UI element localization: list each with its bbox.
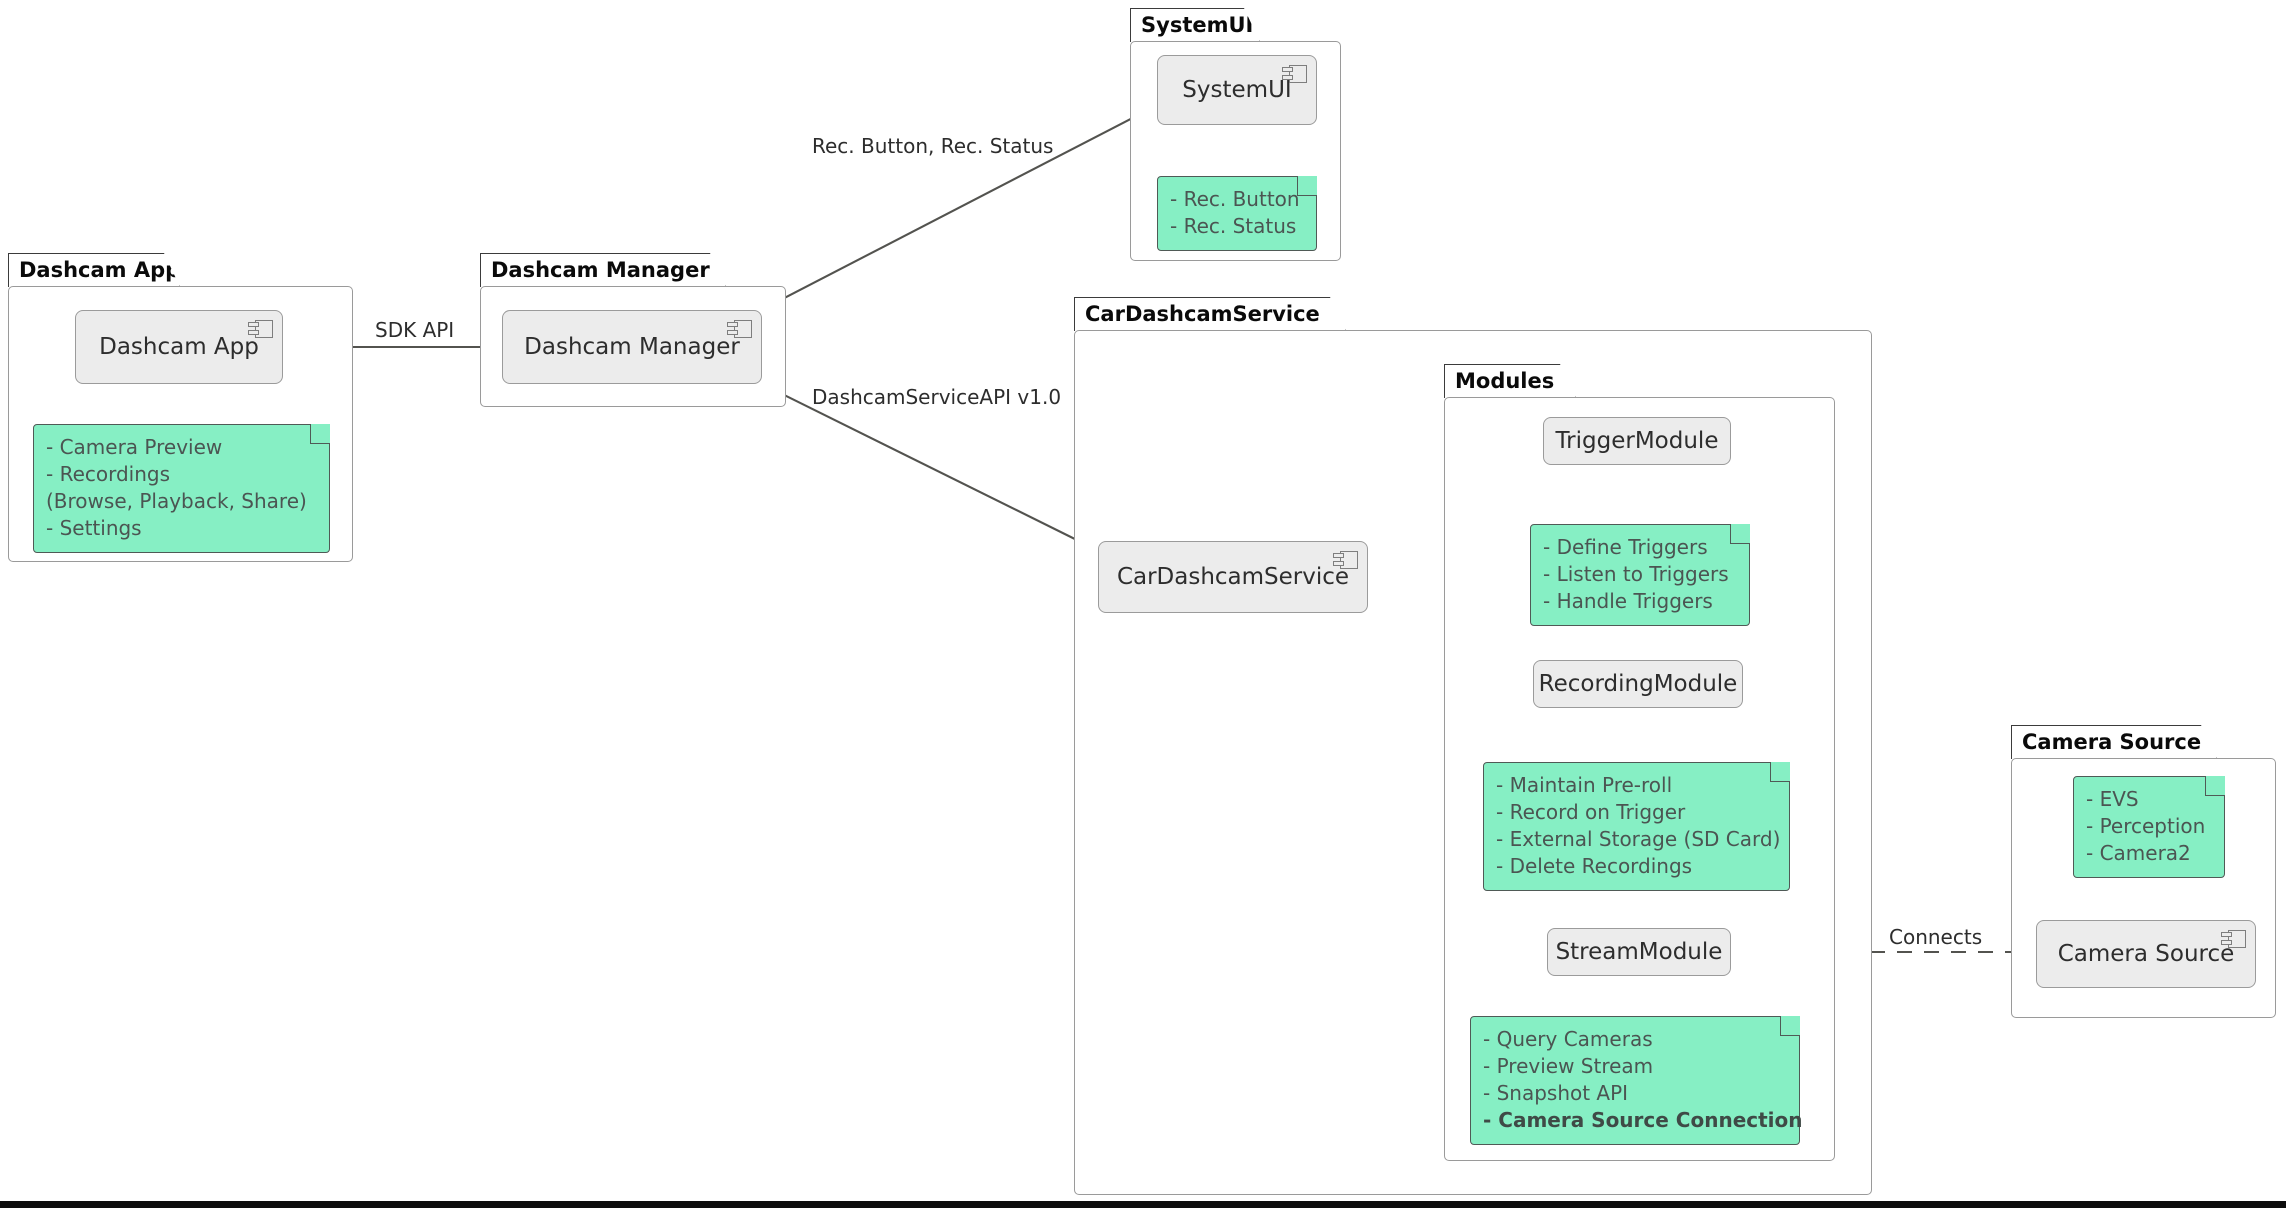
- note-line: - Preview Stream: [1483, 1054, 1654, 1078]
- note-line: - Camera Source Connection: [1483, 1108, 1803, 1132]
- component-label: SystemUI: [1182, 77, 1292, 103]
- note-line: (Browse, Playback, Share): [46, 489, 307, 513]
- note-line: - Delete Recordings: [1496, 854, 1693, 878]
- note-recording-module: - Maintain Pre-roll - Record on Trigger …: [1483, 762, 1790, 891]
- note-line: - Define Triggers: [1543, 535, 1708, 559]
- note-trigger-module: - Define Triggers - Listen to Triggers -…: [1530, 524, 1750, 626]
- component-stream-module[interactable]: StreamModule: [1547, 928, 1731, 976]
- component-car-dashcam-service[interactable]: CarDashcamService: [1098, 541, 1368, 613]
- edge-dashcam-service-api: [759, 382, 1096, 550]
- note-stream-module: - Query Cameras - Preview Stream - Snaps…: [1470, 1016, 1803, 1145]
- note-line: - Settings: [46, 516, 142, 540]
- component-icon: [2221, 930, 2246, 948]
- note-line: - External Storage (SD Card): [1496, 827, 1781, 851]
- component-system-ui[interactable]: SystemUI: [1157, 55, 1317, 125]
- package-tab-camera-source: Camera Source: [2011, 725, 2217, 759]
- component-label: TriggerModule: [1555, 428, 1719, 454]
- component-label: StreamModule: [1555, 939, 1723, 965]
- package-title: Modules: [1455, 369, 1555, 393]
- package-title: Dashcam Manager: [491, 258, 710, 282]
- package-tab-dashcam-app: Dashcam App: [8, 253, 180, 287]
- component-label: RecordingModule: [1538, 671, 1738, 697]
- edge-label-connects: Connects: [1889, 925, 1983, 949]
- note-line: - Recordings: [46, 462, 171, 486]
- package-title: CarDashcamService: [1085, 302, 1320, 326]
- component-recording-module[interactable]: RecordingModule: [1533, 660, 1743, 708]
- component-label: Dashcam Manager: [524, 334, 740, 360]
- component-icon: [727, 320, 752, 338]
- note-line: - Rec. Button: [1170, 187, 1300, 211]
- note-line: - Snapshot API: [1483, 1081, 1629, 1105]
- package-tab-modules: Modules: [1444, 364, 1576, 398]
- note-line: - Record on Trigger: [1496, 800, 1686, 824]
- package-title: Camera Source: [2022, 730, 2202, 754]
- component-label: CarDashcamService: [1116, 564, 1350, 590]
- bottom-edge-strip: [0, 1201, 2286, 1208]
- note-line: - Perception: [2086, 814, 2206, 838]
- component-icon: [248, 320, 273, 338]
- package-tab-dashcam-manager: Dashcam Manager: [480, 253, 726, 287]
- note-dashcam-app: - Camera Preview - Recordings (Browse, P…: [33, 424, 330, 553]
- note-system-ui: - Rec. Button - Rec. Status: [1157, 176, 1317, 251]
- edge-label-dashcam-service-api: DashcamServiceAPI v1.0: [812, 385, 1062, 409]
- note-line: - Query Cameras: [1483, 1027, 1653, 1051]
- note-camera-source: - EVS - Perception - Camera2: [2073, 776, 2225, 878]
- note-line: - Camera Preview: [46, 435, 223, 459]
- package-title: Dashcam App: [19, 258, 181, 282]
- edge-label-rec-button-status: Rec. Button, Rec. Status: [812, 134, 1054, 158]
- package-tab-system-ui: SystemUI: [1130, 8, 1260, 42]
- component-trigger-module[interactable]: TriggerModule: [1543, 417, 1731, 465]
- package-tab-car-dashcam-service: CarDashcamService: [1074, 297, 1346, 331]
- note-line: - Camera2: [2086, 841, 2191, 865]
- component-label: Camera Source: [2057, 941, 2235, 967]
- note-line: - EVS: [2086, 787, 2139, 811]
- edge-label-sdk-api: SDK API: [375, 318, 455, 342]
- component-dashcam-app[interactable]: Dashcam App: [75, 310, 283, 384]
- note-line: - Listen to Triggers: [1543, 562, 1729, 586]
- package-title: SystemUI: [1141, 13, 1254, 37]
- edge-rec-button-status: [735, 109, 1149, 324]
- component-dashcam-manager[interactable]: Dashcam Manager: [502, 310, 762, 384]
- component-camera-source[interactable]: Camera Source: [2036, 920, 2256, 988]
- note-line: - Maintain Pre-roll: [1496, 773, 1673, 797]
- component-icon: [1333, 551, 1358, 569]
- note-line: - Handle Triggers: [1543, 589, 1713, 613]
- component-icon: [1282, 65, 1307, 83]
- note-line: - Rec. Status: [1170, 214, 1297, 238]
- component-label: Dashcam App: [99, 334, 259, 360]
